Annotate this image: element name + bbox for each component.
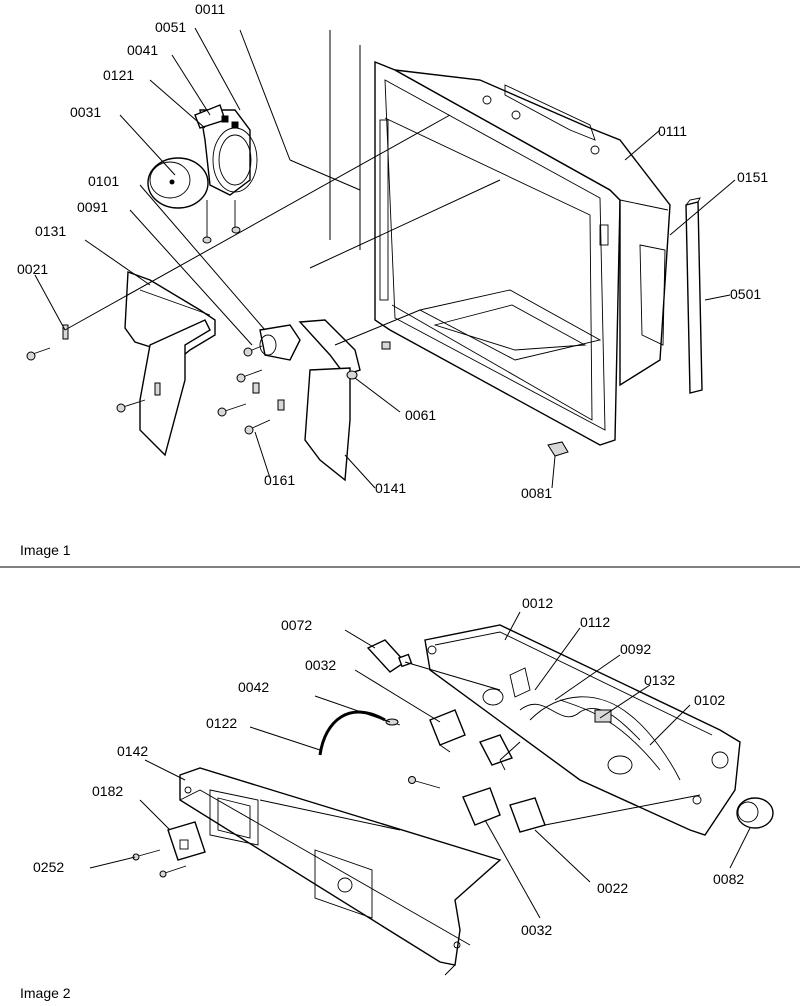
callout-0022: 0022 (597, 880, 628, 896)
switch-lower-left (462, 787, 501, 826)
thermostat-capsule (366, 639, 413, 673)
callout-0252: 0252 (33, 859, 64, 875)
damper-right (259, 319, 391, 482)
callout-0072: 0072 (281, 617, 312, 633)
callout-0042: 0042 (238, 679, 269, 695)
callout-0161: 0161 (264, 472, 295, 488)
callout-0501: 0501 (730, 286, 761, 302)
control-knob (736, 797, 774, 829)
callout-0012: 0012 (522, 595, 553, 611)
damper-left (62, 271, 216, 457)
callout-0101: 0101 (88, 173, 119, 189)
image-1-drawing: 0011 0051 0041 0121 0031 0101 0091 0131 … (17, 1, 768, 558)
callout-0112: 0112 (580, 614, 610, 630)
front-panel (179, 767, 502, 966)
wiring-harness (519, 696, 681, 781)
callout-0182: 0182 (92, 783, 123, 799)
switch-upper-right (479, 734, 513, 771)
callout-0032-upper: 0032 (305, 657, 336, 673)
callout-0142: 0142 (117, 743, 148, 759)
callout-0122: 0122 (206, 715, 237, 731)
screws (26, 345, 285, 435)
leader-lines-1 (34, 27, 736, 489)
callout-0121: 0121 (103, 67, 134, 83)
callouts-2: 0012 0072 0112 0092 0032 0132 0042 0102 … (33, 595, 744, 938)
callout-0082: 0082 (713, 871, 744, 887)
callout-0031: 0031 (70, 104, 101, 120)
callout-0132: 0132 (644, 672, 675, 688)
callout-0021: 0021 (17, 261, 48, 277)
callout-0041: 0041 (127, 42, 158, 58)
callout-0011: 0011 (195, 1, 225, 17)
fan-motor-assembly (147, 104, 258, 244)
callout-0092: 0092 (620, 641, 651, 657)
switch-upper-left (429, 709, 466, 753)
callout-0081: 0081 (521, 485, 552, 501)
callouts-1: 0011 0051 0041 0121 0031 0101 0091 0131 … (17, 1, 768, 501)
callout-0151: 0151 (737, 169, 768, 185)
callout-0102: 0102 (694, 692, 725, 708)
bumper (547, 441, 569, 457)
callout-0061: 0061 (405, 407, 436, 423)
callout-0111: 0111 (658, 123, 687, 139)
panel-switch (167, 821, 206, 861)
image-2-drawing: 0012 0072 0112 0092 0032 0132 0042 0102 … (20, 595, 774, 1001)
callout-0141: 0141 (375, 480, 406, 496)
housing-frame (374, 60, 671, 446)
callout-0051: 0051 (155, 19, 186, 35)
spacer-bar (685, 197, 703, 394)
callout-0131: 0131 (35, 223, 66, 239)
leader-lines-2 (89, 611, 751, 976)
panel-screws (132, 849, 187, 878)
callout-0032-lower: 0032 (521, 922, 552, 938)
image-2-caption: Image 2 (20, 985, 71, 1001)
screw-mid (408, 776, 441, 789)
image-1-caption: Image 1 (20, 542, 71, 558)
sensor-wire (318, 710, 401, 756)
callout-0091: 0091 (77, 199, 108, 215)
control-bracket (424, 624, 741, 836)
switch-lower-right (509, 797, 546, 833)
